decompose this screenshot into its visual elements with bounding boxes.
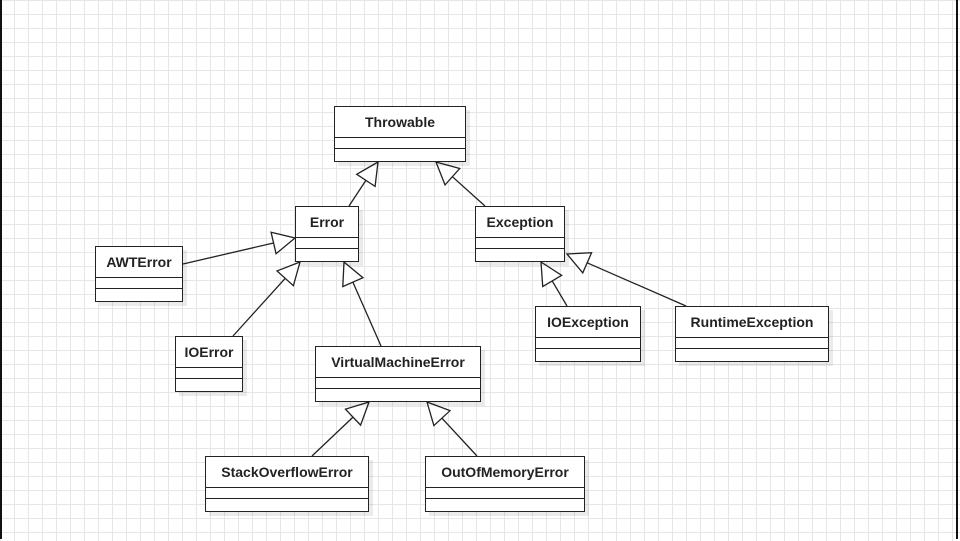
class-ioexception[interactable]: IOException <box>535 306 641 362</box>
generalization-vmerror-to-error[interactable] <box>342 260 382 347</box>
class-error[interactable]: Error <box>295 206 359 262</box>
hollow-triangle-arrowhead-icon <box>275 260 301 287</box>
class-awterror[interactable]: AWTError <box>95 246 183 302</box>
class-attributes-compartment <box>476 238 564 249</box>
class-attributes-compartment <box>676 338 828 349</box>
class-exception[interactable]: Exception <box>475 206 565 262</box>
generalization-awterror-to-error[interactable] <box>182 231 297 265</box>
generalization-ioerror-to-error[interactable] <box>232 260 301 337</box>
generalization-line <box>551 280 568 307</box>
class-name: Throwable <box>335 107 465 138</box>
class-methods-compartment <box>476 249 564 259</box>
class-name: StackOverflowError <box>206 457 368 488</box>
generalization-line <box>352 281 382 347</box>
class-attributes-compartment <box>206 488 368 499</box>
generalization-line <box>311 416 354 457</box>
hollow-triangle-arrowhead-icon <box>344 401 371 427</box>
generalization-line <box>441 417 478 457</box>
hollow-triangle-arrowhead-icon <box>434 161 461 187</box>
class-name: AWTError <box>96 247 182 278</box>
hollow-triangle-arrowhead-icon <box>426 400 452 427</box>
class-methods-compartment <box>96 289 182 299</box>
class-ioerror[interactable]: IOError <box>175 336 243 392</box>
class-attributes-compartment <box>335 138 465 149</box>
generalization-line <box>232 277 286 337</box>
generalization-line <box>451 176 486 207</box>
class-name: IOError <box>176 337 242 368</box>
class-methods-compartment <box>676 349 828 359</box>
class-methods-compartment <box>296 249 358 259</box>
generalization-runtimeexception-to-exception[interactable] <box>565 252 687 307</box>
class-name: Exception <box>476 207 564 238</box>
class-throwable[interactable]: Throwable <box>334 106 466 162</box>
class-name: Error <box>296 207 358 238</box>
generalization-outofmemoryerror-to-vmerror[interactable] <box>426 400 478 457</box>
class-methods-compartment <box>316 389 480 399</box>
class-methods-compartment <box>335 149 465 159</box>
class-methods-compartment <box>536 349 640 359</box>
class-name: VirtualMachineError <box>316 347 480 378</box>
class-attributes-compartment <box>426 488 584 499</box>
class-methods-compartment <box>206 499 368 509</box>
class-attributes-compartment <box>296 238 358 249</box>
generalization-line <box>182 242 274 265</box>
class-attributes-compartment <box>536 338 640 349</box>
class-attributes-compartment <box>316 378 480 389</box>
class-runtimeexception[interactable]: RuntimeException <box>675 306 829 362</box>
class-methods-compartment <box>176 379 242 389</box>
hollow-triangle-arrowhead-icon <box>342 260 365 288</box>
hollow-triangle-arrowhead-icon <box>270 231 297 255</box>
class-stackoverflowerror[interactable]: StackOverflowError <box>205 456 369 512</box>
generalization-stackoverflowerror-to-vmerror[interactable] <box>311 401 371 457</box>
class-methods-compartment <box>426 499 584 509</box>
class-attributes-compartment <box>96 278 182 289</box>
generalization-ioexception-to-exception[interactable] <box>540 260 568 307</box>
hollow-triangle-arrowhead-icon <box>565 252 593 275</box>
class-virtualmachineerror[interactable]: VirtualMachineError <box>315 346 481 402</box>
hollow-triangle-arrowhead-icon <box>540 260 563 288</box>
generalization-error-to-throwable[interactable] <box>348 160 379 207</box>
generalization-line <box>348 180 367 207</box>
class-name: OutOfMemoryError <box>426 457 584 488</box>
hollow-triangle-arrowhead-icon <box>355 160 379 188</box>
class-name: RuntimeException <box>676 307 828 338</box>
generalization-exception-to-throwable[interactable] <box>434 161 486 207</box>
class-name: IOException <box>536 307 640 338</box>
generalization-line <box>586 262 687 307</box>
class-attributes-compartment <box>176 368 242 379</box>
class-outofmemoryerror[interactable]: OutOfMemoryError <box>425 456 585 512</box>
